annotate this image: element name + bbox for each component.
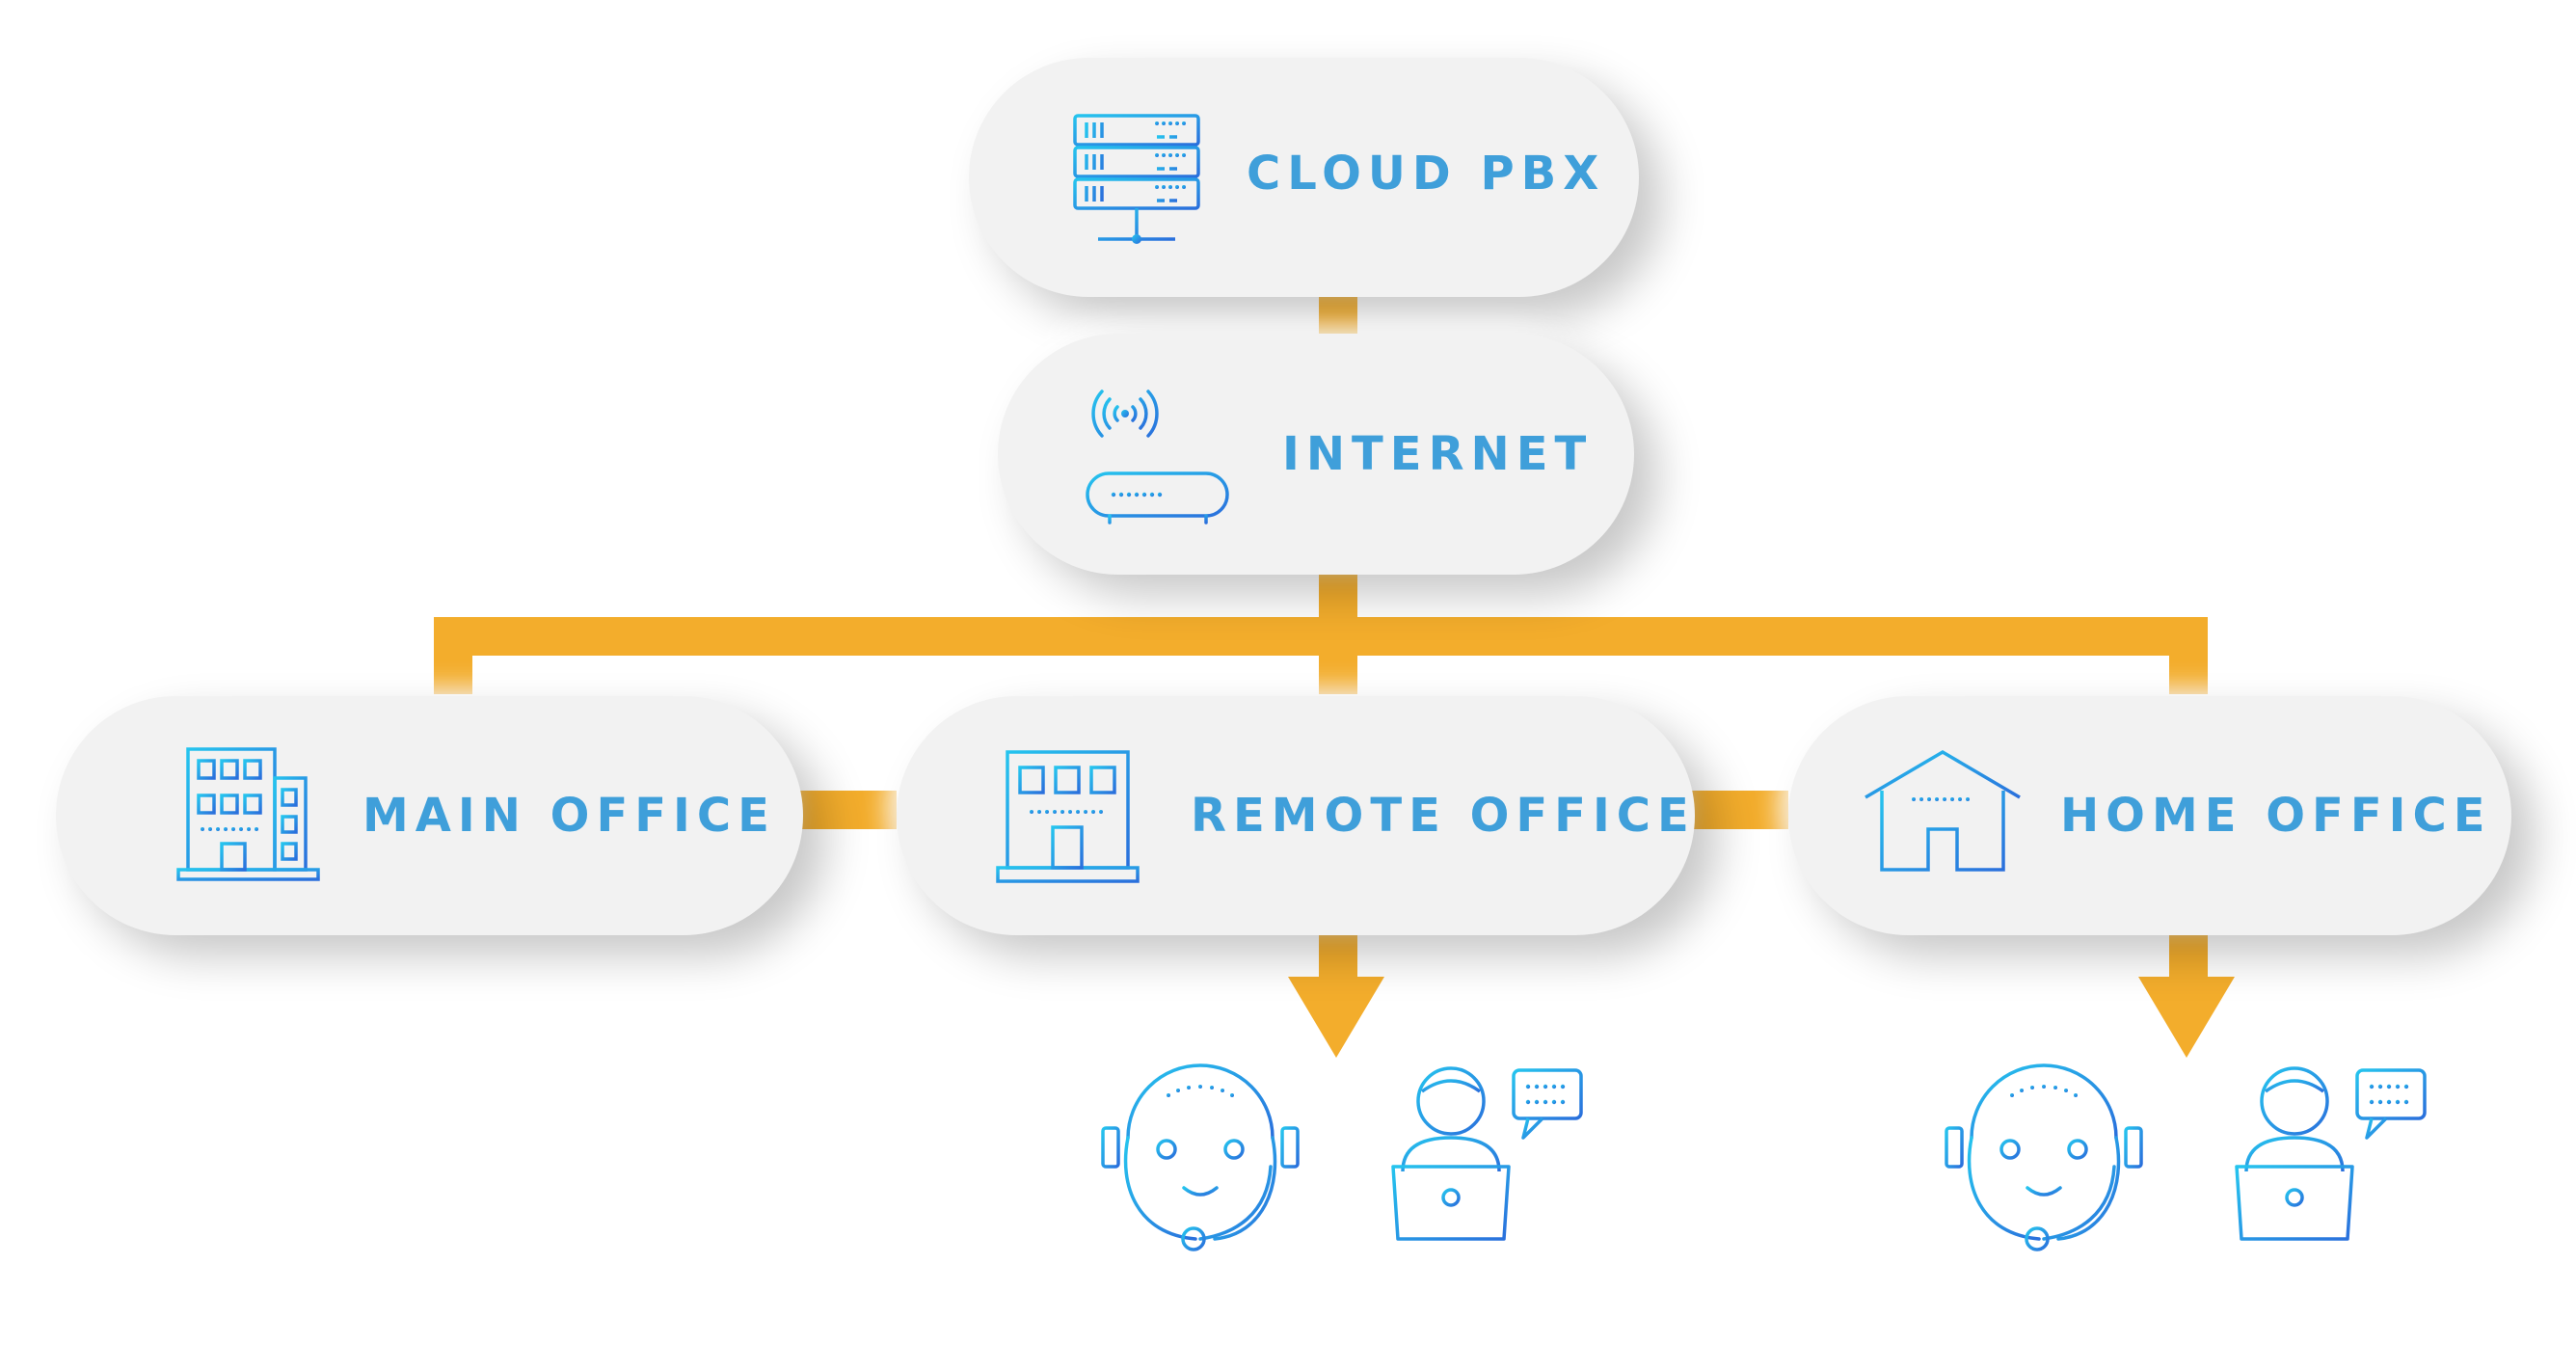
support-agent-headset-icon [1945, 1063, 2143, 1251]
node-home-office: HOME OFFICE [1788, 696, 2511, 935]
arrow-shaft-home [2169, 933, 2208, 982]
node-label: HOME OFFICE [2060, 789, 2492, 843]
connector-drop-home-office [2169, 617, 2208, 694]
node-label: MAIN OFFICE [362, 789, 776, 843]
house-icon [1865, 749, 2021, 872]
connector-drop-main-office [434, 617, 472, 694]
connector-remote-home [1692, 791, 1788, 829]
node-label: INTERNET [1282, 427, 1594, 481]
node-label: CLOUD PBX [1247, 147, 1606, 201]
office-buildings-icon [176, 747, 320, 881]
connector-horizontal-bus [434, 617, 2208, 656]
server-rack-icon [1073, 114, 1200, 244]
wifi-router-icon [1086, 390, 1229, 525]
arrow-shaft-remote [1319, 933, 1357, 982]
connector-pbx-internet [1319, 295, 1357, 334]
storefront-building-icon [996, 750, 1140, 883]
laptop-user-chat-icon [1388, 1066, 1583, 1241]
support-agent-headset-icon [1101, 1063, 1300, 1251]
node-label: REMOTE OFFICE [1191, 789, 1696, 843]
node-internet: INTERNET [998, 334, 1634, 575]
connector-main-remote [800, 791, 897, 829]
laptop-user-chat-icon [2232, 1066, 2427, 1241]
node-remote-office: REMOTE OFFICE [897, 696, 1695, 935]
node-main-office: MAIN OFFICE [56, 696, 803, 935]
node-cloud-pbx: CLOUD PBX [969, 58, 1639, 297]
arrow-head-remote [1288, 977, 1384, 1058]
arrow-head-home [2138, 977, 2235, 1058]
